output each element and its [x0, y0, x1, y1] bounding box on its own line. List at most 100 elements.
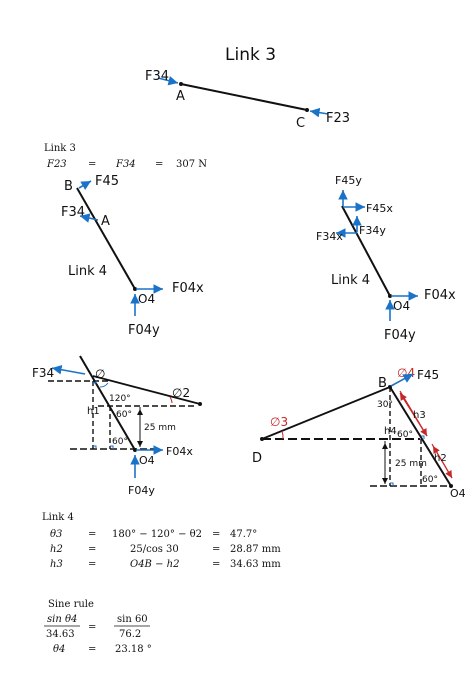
o4-label-left: O4 — [138, 292, 155, 306]
geometry-left: 25 mm F34 ∅ ∅2 120° h1 60° 60° O4 F04x F… — [32, 355, 202, 497]
f34x-label: F34x — [316, 230, 343, 243]
calc-row: h2 = 25/cos 30 = 28.87 mm — [50, 544, 281, 555]
link3-diagram: Link 3 F34 A C F23 — [145, 45, 350, 131]
f45-arrow — [78, 180, 92, 190]
f45-label-geom: F45 — [417, 368, 439, 382]
sine-den-left: 34.63 — [46, 629, 75, 640]
angle-120-label: 120° — [109, 394, 131, 404]
right-angle-bottom-mid — [110, 445, 114, 449]
link3-eq-mid: F34 — [115, 159, 136, 170]
joint-c — [305, 108, 309, 112]
right-angle-top — [93, 380, 97, 384]
f04x-label-geom: F04x — [166, 445, 193, 458]
calc-expr: O4B − h2 — [130, 559, 179, 570]
point-b-label-geom: B — [378, 376, 387, 391]
f45x-label: F45x — [366, 202, 393, 215]
f34-label-left: F34 — [61, 205, 85, 220]
sine-result: 23.18 ° — [115, 644, 152, 655]
phi2-arc — [169, 396, 173, 404]
point-a-label-left: A — [101, 214, 110, 229]
link3-eq-lhs: F23 — [46, 159, 67, 170]
point-d-label: D — [252, 451, 262, 466]
calc-lhs: θ3 — [50, 529, 62, 540]
point-c-geom — [198, 402, 202, 406]
right-angle-h4 — [421, 435, 425, 439]
link4-bar-left — [76, 187, 136, 290]
h2-label: h2 — [434, 453, 447, 464]
calc-eq: = — [88, 559, 96, 570]
link3-eq-eq1: = — [88, 159, 96, 170]
calc-expr: 180° − 120° − θ2 — [112, 529, 202, 540]
f23-label: F23 — [326, 111, 350, 126]
h1-label: h1 — [87, 406, 100, 417]
angle-60-lower: 60° — [112, 437, 128, 447]
phi3-label: ∅3 — [270, 415, 288, 429]
sine-rule: Sine rule sin θ4 34.63 = sin 60 76.2 θ4 … — [44, 599, 152, 655]
f45y-label: F45y — [335, 174, 362, 187]
calc-eq2: = — [212, 559, 220, 570]
f45-label: F45 — [95, 174, 119, 189]
calc-eq: = — [88, 544, 96, 555]
angle-60-upper: 60° — [116, 410, 132, 420]
link4-calc-heading: Link 4 — [42, 512, 74, 523]
calc-result: 34.63 mm — [230, 559, 281, 570]
h3-label: h3 — [413, 410, 426, 421]
o4-label-geom-right: O4 — [450, 487, 466, 500]
sine-den-right: 76.2 — [119, 629, 141, 640]
f34-arrow — [157, 76, 179, 86]
link3-eq-eq2: = — [155, 159, 163, 170]
point-a-label: A — [176, 89, 185, 104]
phi2-label: ∅2 — [172, 386, 190, 400]
phi3-arc — [281, 430, 284, 440]
calc-lhs: h2 — [50, 544, 63, 555]
link4-fbd-left: B F45 F34 A Link 4 F04x O4 F04y — [61, 174, 204, 338]
calc-eq2: = — [212, 529, 220, 540]
f45-arrow-geom — [390, 373, 414, 387]
h3-dim-arrow-back — [399, 392, 428, 437]
sine-rule-heading: Sine rule — [48, 599, 94, 610]
point-c-label: C — [296, 116, 305, 131]
f04x-label-left: F04x — [172, 281, 204, 296]
link4-label-left: Link 4 — [68, 264, 107, 279]
calc-row: θ3 = 180° − 120° − θ2 = 47.7° — [50, 529, 257, 540]
f04y-label-geom: F04y — [128, 484, 155, 497]
angle-60-lower-right: 60° — [422, 475, 438, 485]
link4-bar-right — [341, 205, 391, 297]
f04y-label-right: F04y — [384, 328, 416, 343]
joint-a — [179, 82, 183, 86]
link3-equation: Link 3 F23 = F34 = 307 N — [44, 143, 207, 170]
f34-arrow-left — [79, 213, 99, 223]
phi-arc — [99, 382, 109, 388]
link4-calculation: Link 4 θ3 = 180° − 120° − θ2 = 47.7° h2 … — [42, 512, 281, 570]
sine-eq2: = — [88, 644, 96, 655]
angle-30-label: 30° — [377, 400, 393, 410]
sine-lhs2: θ4 — [53, 644, 65, 655]
link4-fbd-right: F45y F45x F34y F34x Link 4 F04x O4 F04y — [316, 174, 456, 343]
f34-label: F34 — [145, 69, 169, 84]
calc-expr: 25/cos 30 — [130, 544, 179, 555]
h2-dim-arrow-back — [432, 445, 453, 479]
phi-label: ∅ — [95, 367, 105, 381]
calc-eq2: = — [212, 544, 220, 555]
o4-label-right: O4 — [393, 299, 410, 313]
geometry-right: 25 mm B ∅4 F45 ∅3 30° h3 h4 60° h2 D 60°… — [252, 366, 466, 500]
calc-lhs: h3 — [50, 559, 63, 570]
angle-60-mid: 60° — [397, 430, 413, 440]
right-angle-bottom-right — [390, 482, 394, 486]
link4-line-geom-right — [389, 386, 452, 487]
link3-line-geom — [92, 375, 201, 405]
calc-result: 47.7° — [230, 529, 257, 540]
link4-line-geom — [79, 355, 136, 451]
link3-eq-heading: Link 3 — [44, 143, 76, 154]
calc-eq: = — [88, 529, 96, 540]
point-b-label: B — [64, 179, 73, 194]
link3-bar — [180, 83, 308, 111]
link3-eq-value: 307 N — [176, 159, 207, 170]
dim-25mm-right: 25 mm — [395, 459, 427, 469]
dim-25mm-left: 25 mm — [144, 423, 176, 433]
o4-label-geom: O4 — [139, 454, 155, 467]
joint-o4-left — [133, 287, 137, 291]
sine-num-right: sin 60 — [117, 614, 148, 625]
